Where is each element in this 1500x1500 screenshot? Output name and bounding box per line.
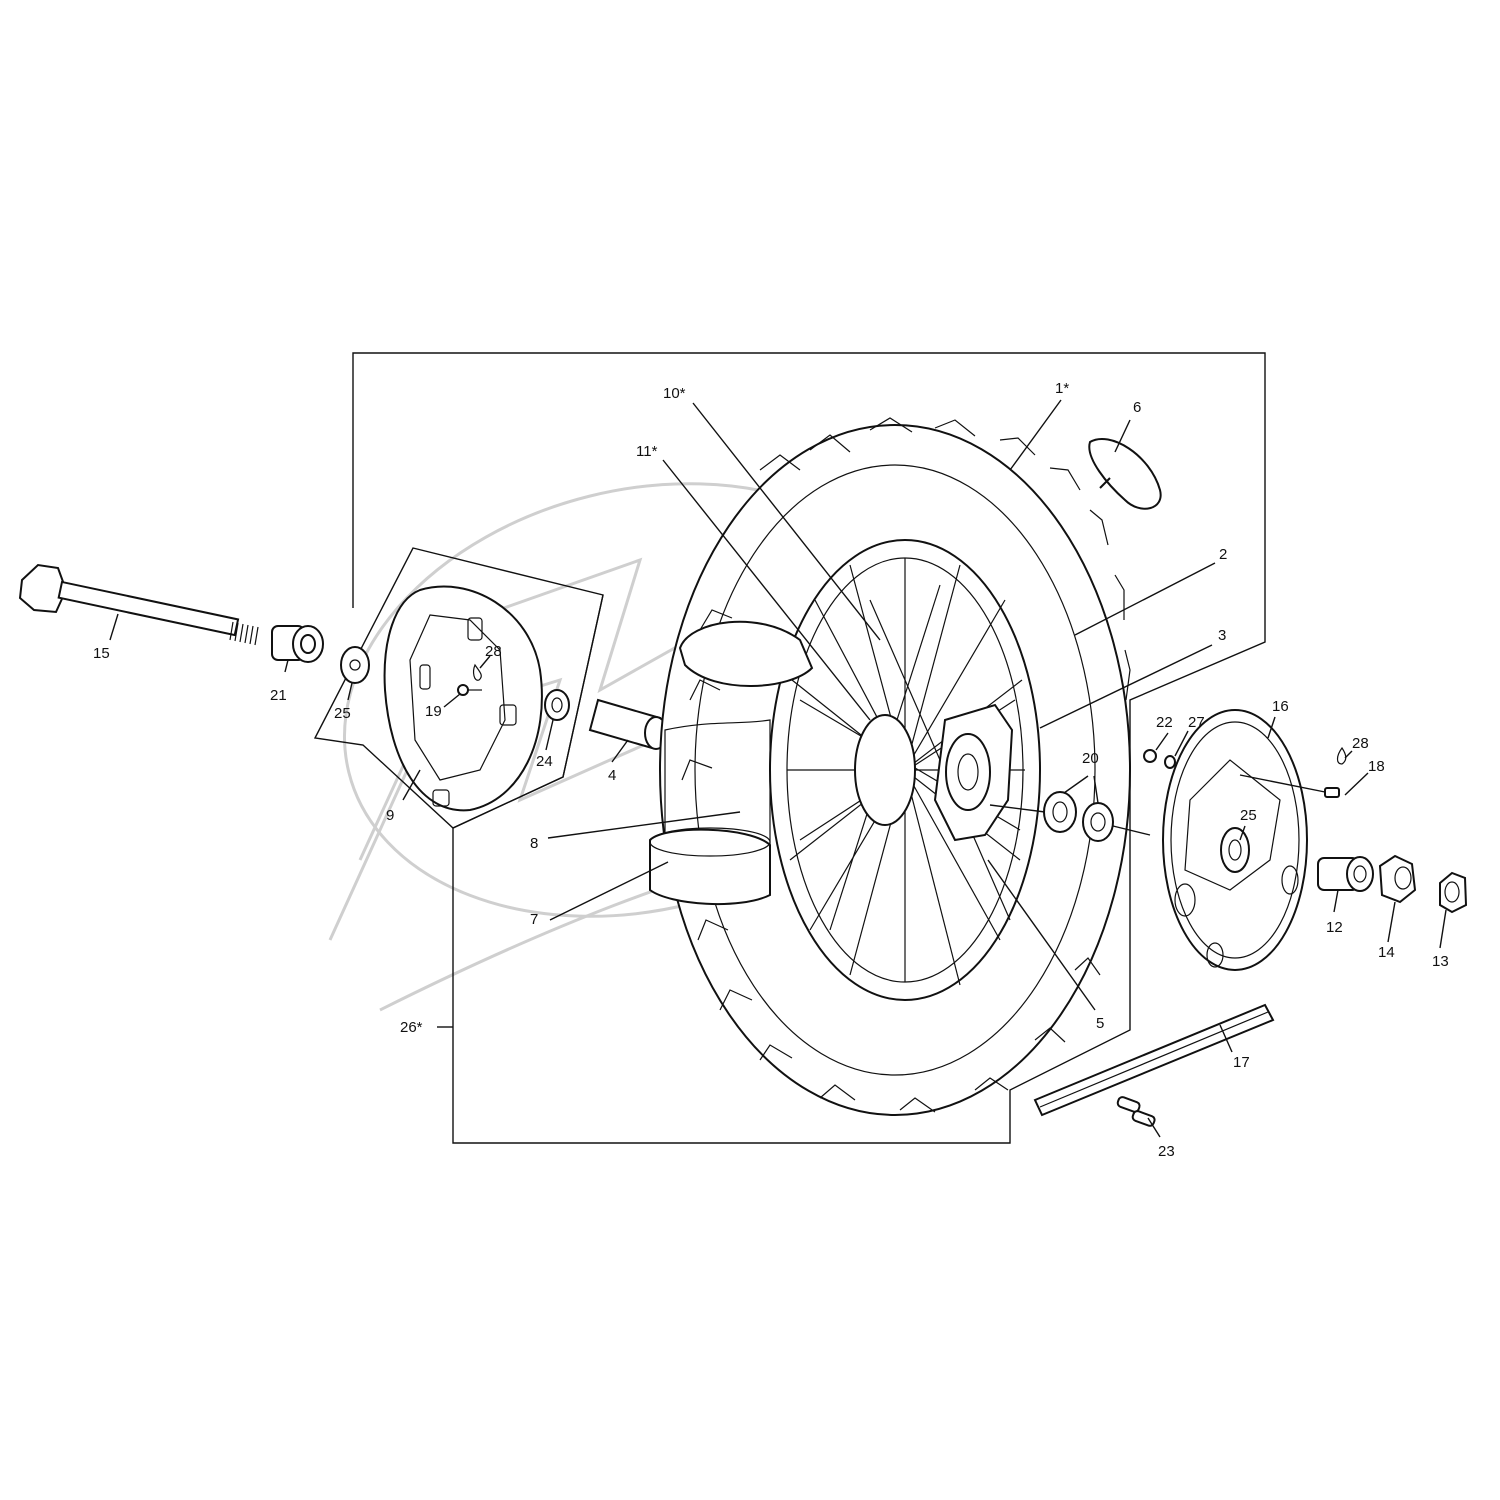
chain-part [1033,1003,1275,1117]
callout-14: 14 [1378,944,1395,961]
rim-band-part [649,827,771,906]
callout-13: 13 [1432,953,1449,970]
callout-25-left: 25 [334,705,351,722]
spacer-right-part [1317,856,1374,892]
washer-small-part [1164,755,1176,769]
callout-28-left: 28 [485,643,502,660]
axle-part [18,563,259,646]
axle-nut-part [1378,854,1417,904]
callout-26: 26* [400,1019,423,1036]
callout-5: 5 [1096,1015,1104,1032]
callout-10: 10* [663,385,686,402]
brake-group-frame [313,547,604,829]
callout-2: 2 [1219,546,1227,563]
callout-20: 20 [1082,750,1099,767]
disc-bolt-part [457,663,482,696]
brake-disc-part [383,585,543,812]
rim-lock-part [1088,437,1162,510]
callout-15: 15 [93,645,110,662]
spacer-part [271,625,324,663]
callout-6: 6 [1133,399,1141,416]
callout-3: 3 [1218,627,1226,644]
bearing-part [989,791,1151,842]
callout-24: 24 [536,753,553,770]
callout-16: 16 [1272,698,1289,715]
callout-8: 8 [530,835,538,852]
callout-27: 27 [1188,714,1205,731]
master-link-part [1116,1096,1156,1127]
callout-1: 1* [1055,380,1069,397]
callout-22: 22 [1156,714,1173,731]
seal-part [544,689,570,721]
callout-28-right: 28 [1352,735,1369,752]
inner-tube-part [664,620,814,899]
leader-lines [109,399,1447,1138]
hub-flange-left-part [340,646,370,684]
wheel-assembly-part [659,417,1131,1116]
callout-18: 18 [1368,758,1385,775]
callout-23: 23 [1158,1143,1175,1160]
callout-21: 21 [270,687,287,704]
callout-7: 7 [530,911,538,928]
callout-11: 11* [636,443,658,460]
axle-cap-part [1439,871,1468,914]
nut-small-part [1143,749,1157,763]
sprocket-part [1162,709,1308,971]
callout-4: 4 [608,767,616,784]
callout-9: 9 [386,807,394,824]
callout-17: 17 [1233,1054,1250,1071]
sprocket-bolt-part [1239,746,1347,798]
callout-12: 12 [1326,919,1343,936]
callout-19: 19 [425,703,442,720]
callout-25-right: 25 [1240,807,1257,824]
